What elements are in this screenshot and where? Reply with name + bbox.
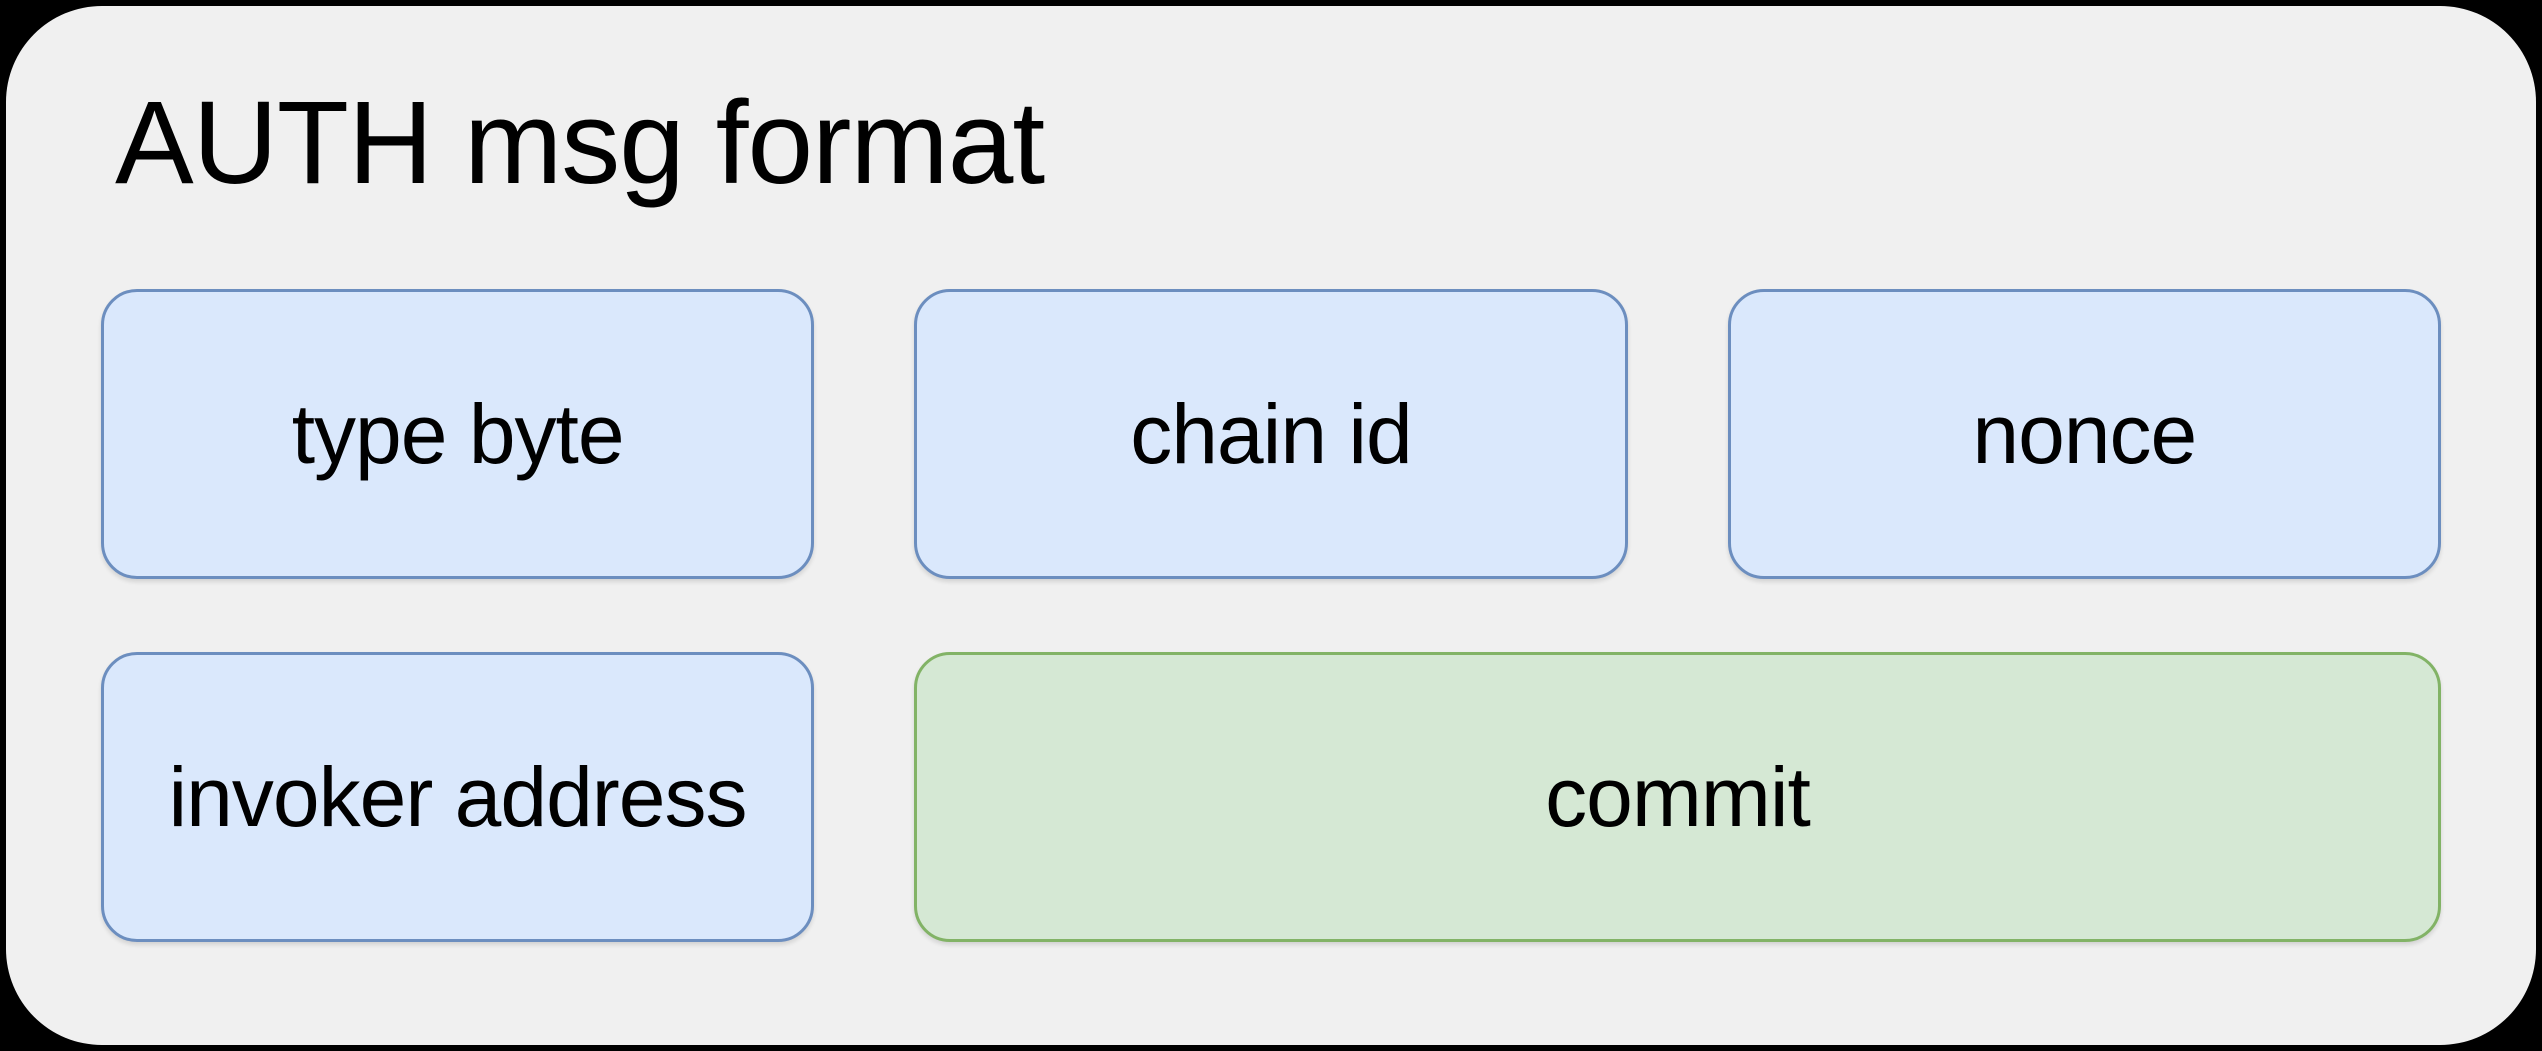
auth-msg-format-panel: AUTH msg format type byte chain id nonce… (6, 6, 2536, 1045)
field-box-nonce: nonce (1727, 289, 2441, 579)
field-box-chain-id: chain id (914, 289, 1628, 579)
field-label-chain-id: chain id (1130, 386, 1413, 481)
diagram-title: AUTH msg format (115, 77, 1045, 209)
field-row-1: type byte chain id nonce (101, 289, 2441, 579)
field-label-nonce: nonce (1972, 386, 2197, 481)
field-row-2: invoker address commit (101, 652, 2441, 942)
field-label-commit: commit (1545, 749, 1811, 844)
field-box-invoker-address: invoker address (101, 652, 814, 942)
field-label-type-byte: type byte (291, 386, 625, 481)
field-box-commit: commit (914, 652, 2441, 942)
field-label-invoker-address: invoker address (168, 749, 748, 844)
field-rows: type byte chain id nonce invoker address… (101, 289, 2441, 942)
field-box-type-byte: type byte (101, 289, 815, 579)
